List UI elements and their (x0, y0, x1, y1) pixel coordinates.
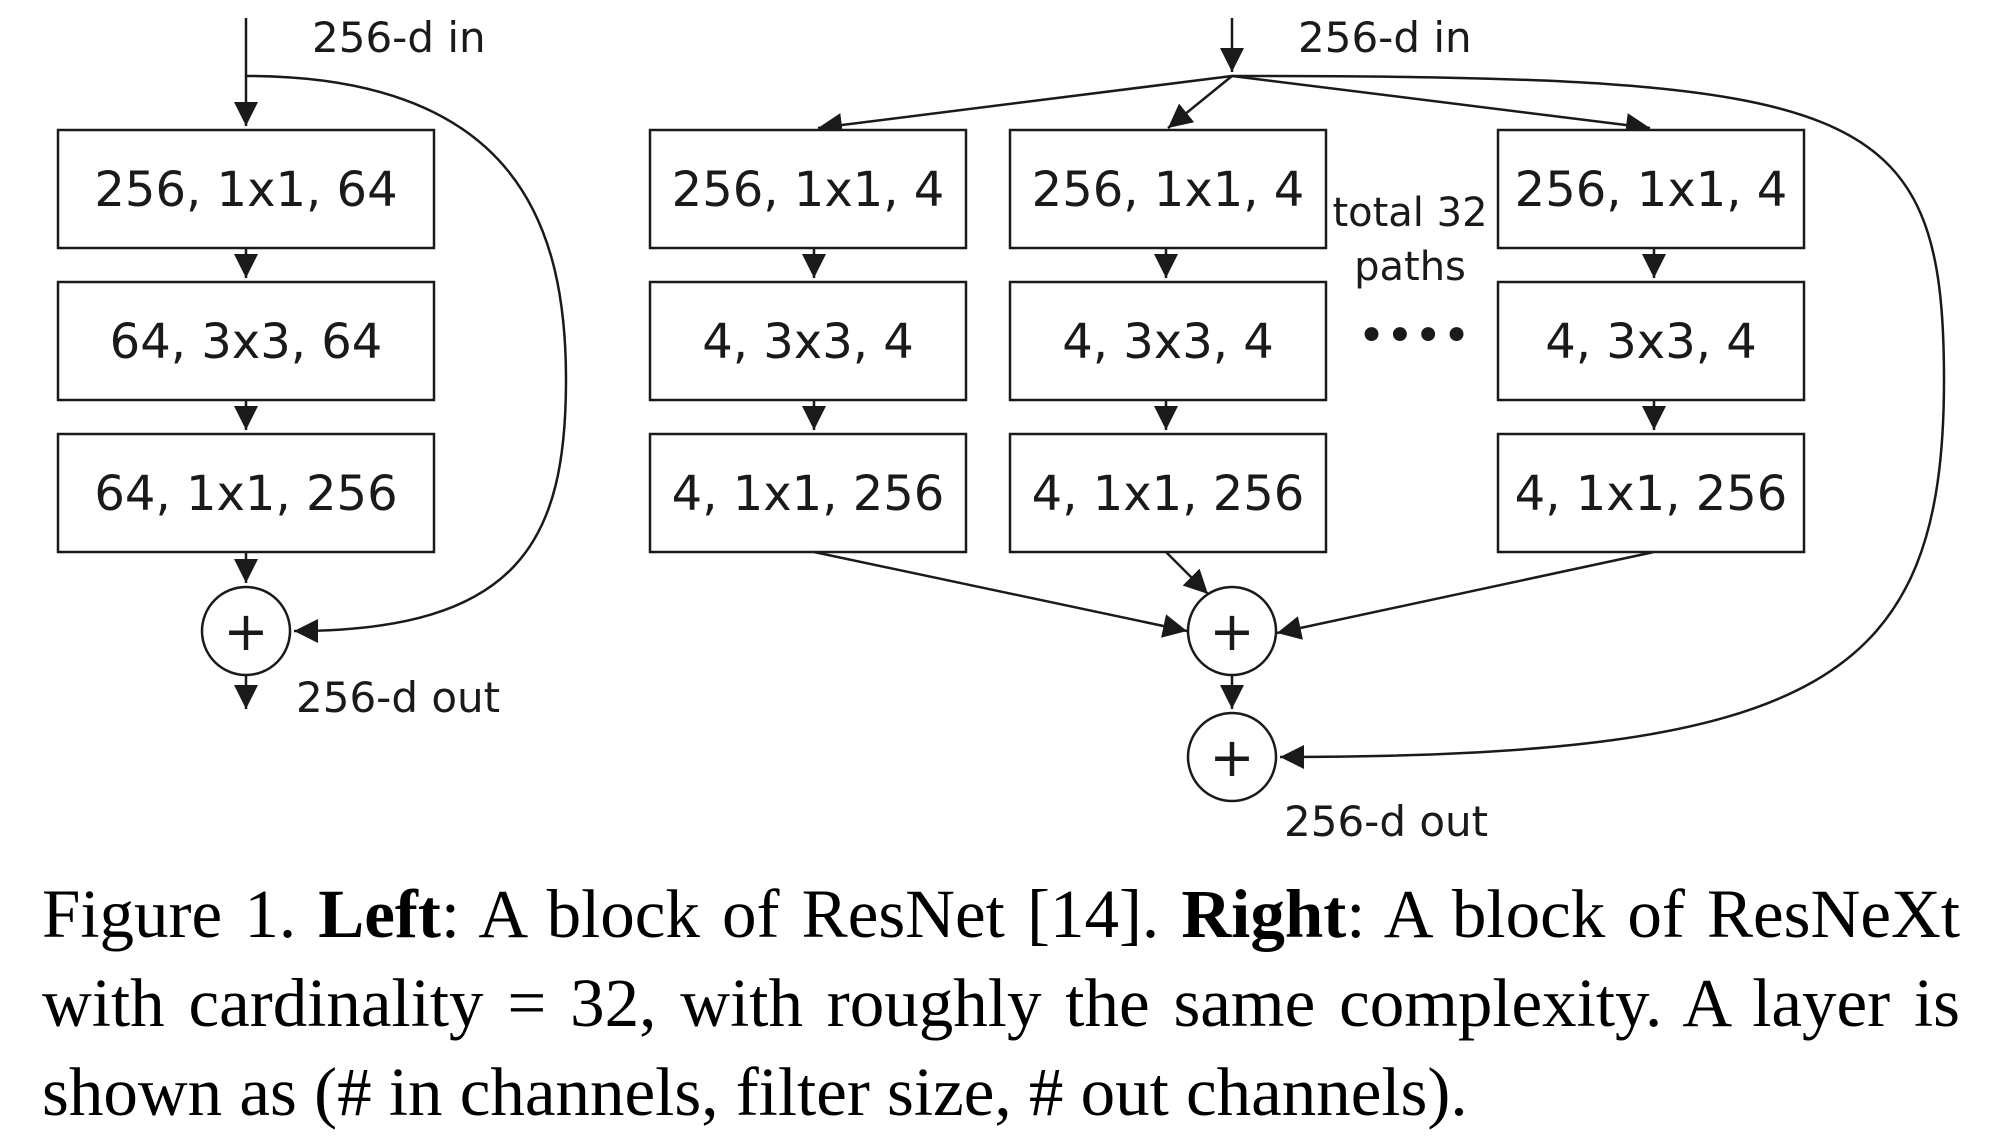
path-1-layer-3-label: 4, 1x1, 256 (672, 466, 945, 522)
caption-prefix: Figure 1. (42, 876, 319, 952)
right-sum-symbol: + (1209, 726, 1254, 789)
left-layer-3-box (56, 432, 436, 554)
path-2-layer-2-box (1008, 280, 1328, 402)
fanout-arrow-path-32 (1231, 74, 1651, 137)
path-2-layer-1-label: 256, 1x1, 4 (1032, 162, 1305, 218)
paths-ellipsis: •••• (1357, 308, 1470, 364)
left-shortcut-arrow (245, 74, 568, 643)
caption-right-text: : A block of ResNeXt with cardinality = … (42, 876, 1960, 1130)
path-2-layer-2-label: 4, 3x3, 4 (1062, 314, 1274, 370)
path-2: 256, 1x1, 4 4, 3x3, 4 4, 1x1, 256 (1008, 128, 1328, 554)
path-1-layer-2-label: 4, 3x3, 4 (702, 314, 914, 370)
path-1-layer-1-label: 256, 1x1, 4 (672, 162, 945, 218)
left-layer-1-label: 256, 1x1, 64 (94, 162, 397, 218)
path-2-layer-3-label: 4, 1x1, 256 (1032, 466, 1305, 522)
caption-left-text: : A block of ResNet [14]. (440, 876, 1182, 952)
left-sum-symbol: + (223, 600, 268, 663)
path-1-layer-3-box (648, 432, 968, 554)
path-32-layer-2-label: 4, 3x3, 4 (1545, 314, 1757, 370)
merge-arrow-path-1 (813, 550, 1188, 638)
caption-right-bold: Right (1181, 876, 1347, 952)
path-32-layer-3-label: 4, 1x1, 256 (1515, 466, 1788, 522)
figure-caption: Figure 1. Left: A block of ResNet [14]. … (42, 870, 1960, 1137)
path-32-layer-1-label: 256, 1x1, 4 (1515, 162, 1788, 218)
left-layer-2-box (56, 280, 436, 402)
merge-arrow-path-2 (1165, 551, 1209, 595)
paths-note-line-1: total 32 (1332, 190, 1487, 236)
path-1: 256, 1x1, 4 4, 3x3, 4 4, 1x1, 256 (648, 128, 968, 554)
path-1-layer-2-box (648, 280, 968, 402)
path-32-layer-2-box (1496, 280, 1806, 402)
caption-left-bold: Left (318, 876, 441, 952)
left-output-label: 256-d out (296, 673, 500, 722)
fanout-arrow-path-1 (817, 74, 1233, 137)
left-layer-3-label: 64, 1x1, 256 (94, 466, 397, 522)
right-output-label: 256-d out (1284, 797, 1488, 840)
right-sum-node (1186, 711, 1278, 803)
left-layer-2-label: 64, 3x3, 64 (110, 314, 383, 370)
right-input-label: 256-d in (1298, 13, 1472, 62)
path-32: 256, 1x1, 4 4, 3x3, 4 4, 1x1, 256 (1496, 128, 1806, 554)
path-2-layer-1-box (1008, 128, 1328, 250)
path-2-layer-3-box (1008, 432, 1328, 554)
path-1-layer-1-box (648, 128, 968, 250)
resnet-resnext-diagram: 256-d in 256, 1x1, 64 64, 3x3, 64 64, 1x… (56, 13, 1946, 840)
left-input-label: 256-d in (312, 13, 486, 62)
path-32-layer-3-box (1496, 432, 1806, 554)
aggregate-sum-symbol: + (1209, 600, 1254, 663)
right-shortcut-arrow (1231, 74, 1946, 769)
paths-note-line-2: paths (1354, 244, 1466, 290)
fanout-arrow-path-2 (1167, 75, 1233, 129)
path-32-layer-1-box (1496, 128, 1806, 250)
merge-arrow-path-32 (1276, 550, 1655, 640)
resnet-block: 256-d in 256, 1x1, 64 64, 3x3, 64 64, 1x… (56, 13, 568, 722)
resnext-block: 256-d in 256, 1x1, 4 4, 3x3, 4 4, 1x1, 2… (648, 13, 1946, 840)
